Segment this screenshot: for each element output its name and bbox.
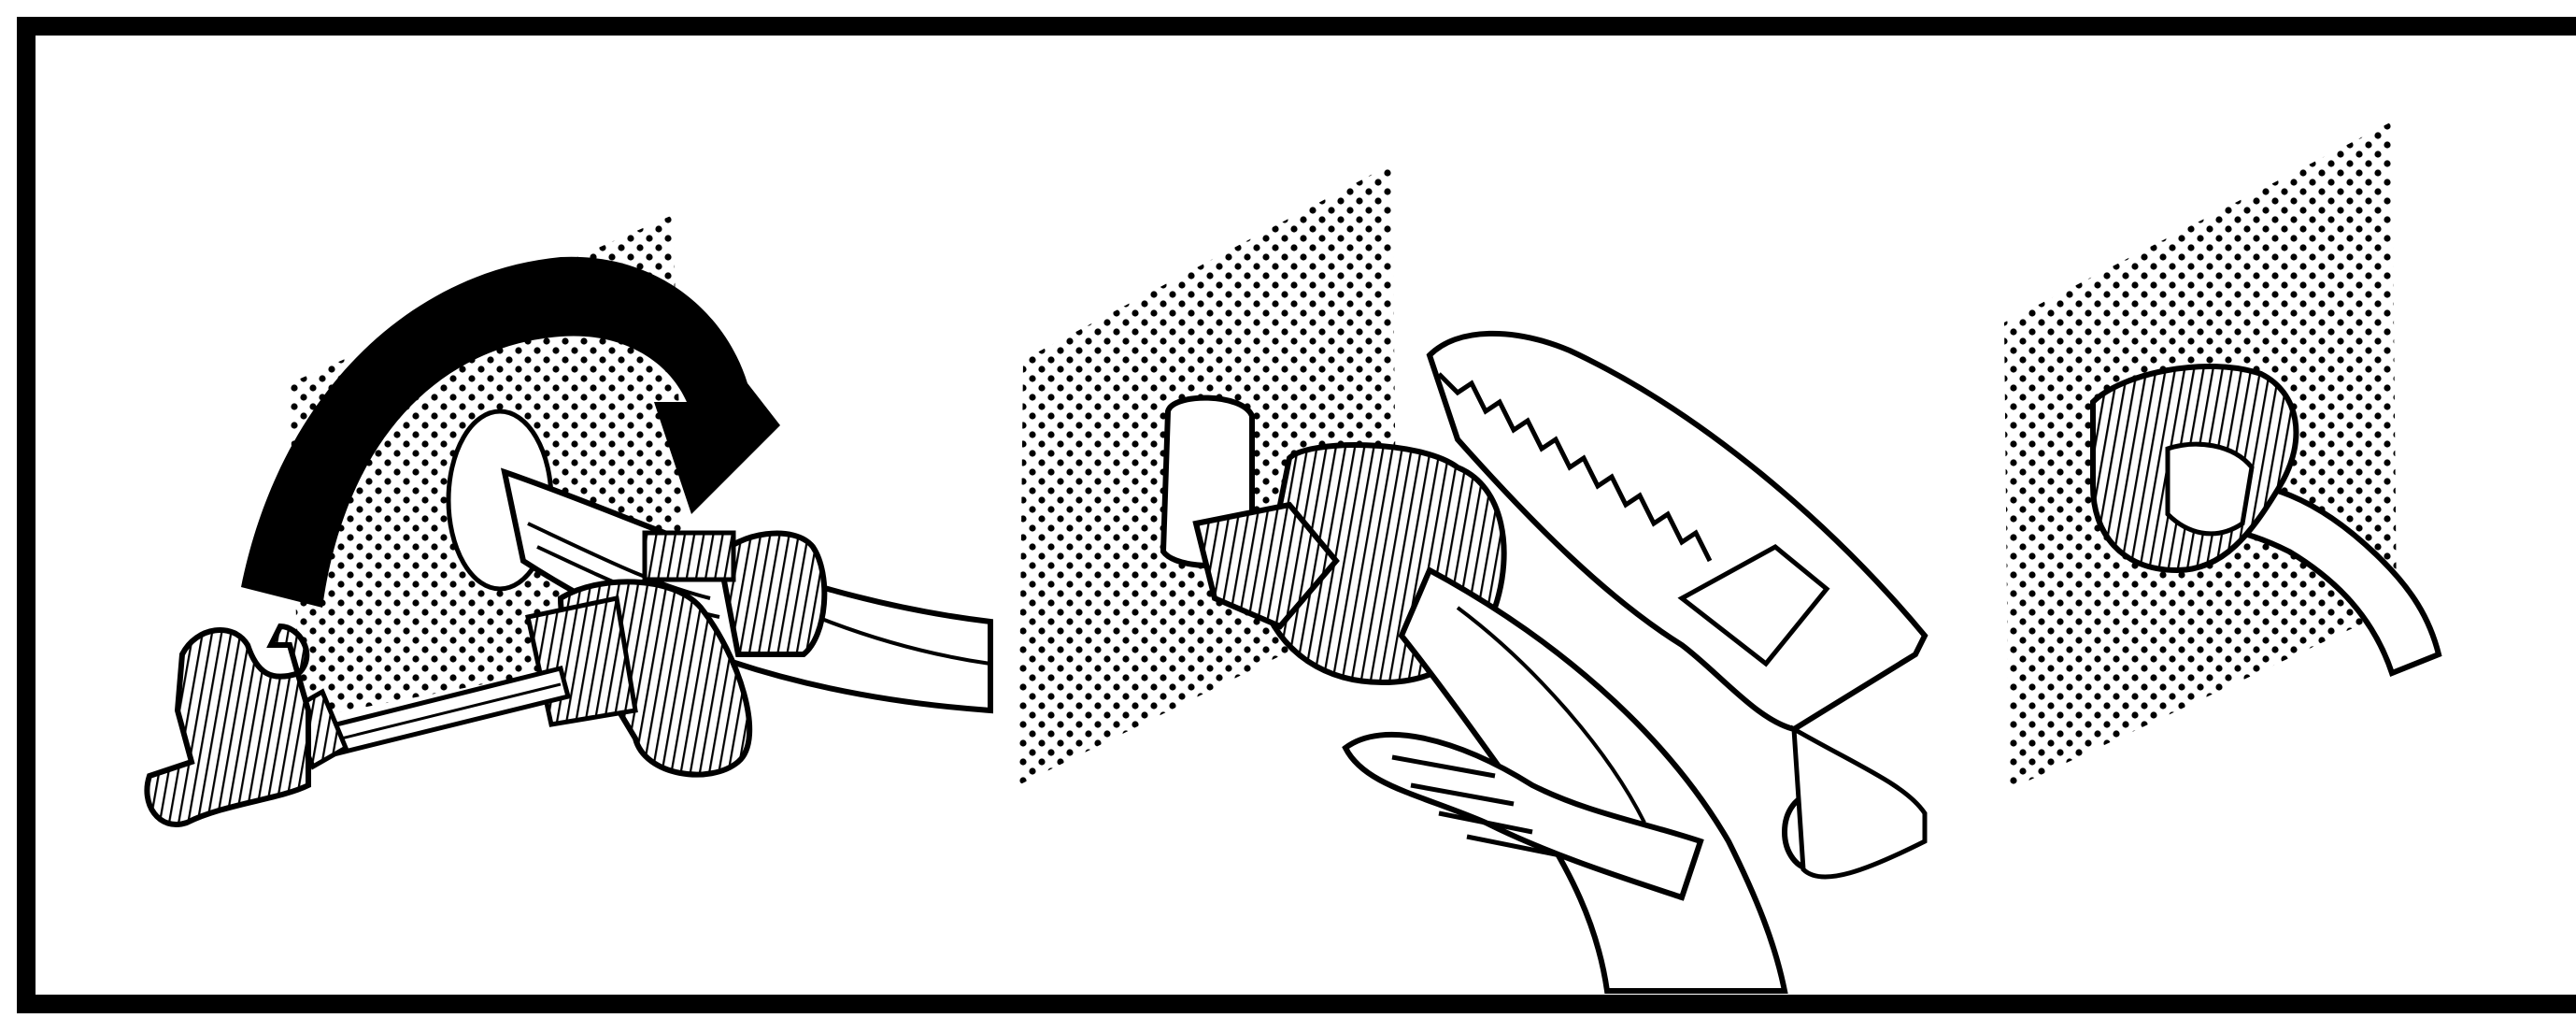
panel-3 (2004, 122, 2442, 790)
clamp-icon (2090, 363, 2299, 574)
rotation-arrow-icon (241, 256, 780, 608)
hose (1398, 566, 1788, 994)
pliers-icon (1342, 330, 1928, 901)
clamp-icon (642, 530, 828, 657)
wrench-icon (144, 579, 753, 827)
panel-1 (144, 215, 993, 827)
panel-2 (1018, 164, 1928, 994)
